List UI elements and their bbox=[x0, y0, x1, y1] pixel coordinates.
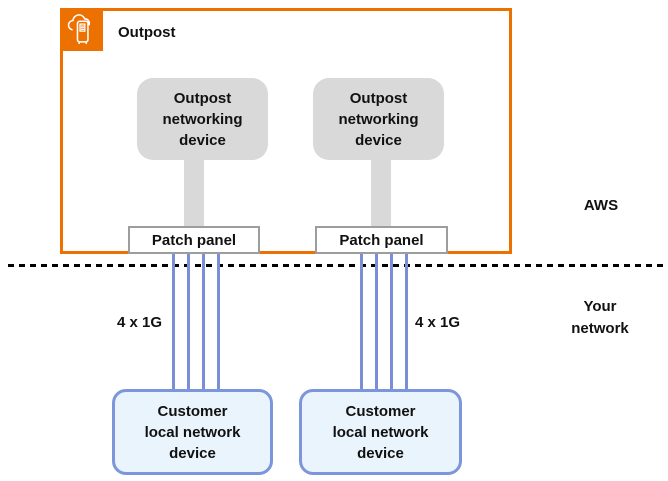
device-label-line: networking bbox=[162, 110, 243, 128]
outpost-container-box bbox=[60, 8, 512, 254]
customer-device-label-line: local network bbox=[332, 423, 429, 441]
aws-boundary-dashed-line bbox=[8, 264, 665, 267]
device-label-line: Outpost bbox=[349, 89, 408, 107]
cable-line bbox=[405, 254, 408, 389]
outposts-icon bbox=[60, 8, 103, 51]
customer-local-network-device-2: Customer local network device bbox=[299, 389, 462, 475]
aws-region-label: AWS bbox=[583, 197, 619, 214]
outpost-networking-device-1: Outpost networking device bbox=[137, 78, 268, 160]
cable-line bbox=[360, 254, 363, 389]
your-network-label-line: Your bbox=[583, 298, 617, 315]
cable-line bbox=[187, 254, 190, 389]
customer-device-label-line: local network bbox=[144, 423, 241, 441]
device-label-line: device bbox=[179, 131, 226, 149]
device-to-patch-connector-1 bbox=[184, 159, 204, 227]
customer-device-label-line: Customer bbox=[345, 402, 416, 420]
device-to-patch-connector-2 bbox=[371, 159, 391, 227]
cable-line bbox=[172, 254, 175, 389]
cable-line bbox=[202, 254, 205, 389]
outpost-label: Outpost bbox=[118, 24, 176, 41]
your-network-label-line: network bbox=[571, 320, 629, 337]
customer-device-label-line: device bbox=[169, 444, 216, 462]
customer-device-label-line: Customer bbox=[157, 402, 228, 420]
cable-bandwidth-label-right: 4 x 1G bbox=[415, 314, 461, 331]
outpost-networking-device-2: Outpost networking device bbox=[313, 78, 444, 160]
your-network-region-label: Your network bbox=[562, 296, 638, 340]
device-label-line: Outpost bbox=[173, 89, 232, 107]
device-label-line: networking bbox=[338, 110, 419, 128]
cable-line bbox=[390, 254, 393, 389]
patch-panel-2: Patch panel bbox=[315, 226, 448, 254]
cable-line bbox=[375, 254, 378, 389]
customer-local-network-device-1: Customer local network device bbox=[112, 389, 273, 475]
cable-bandwidth-label-left: 4 x 1G bbox=[116, 314, 162, 331]
patch-panel-1: Patch panel bbox=[128, 226, 260, 254]
device-label-line: device bbox=[355, 131, 402, 149]
customer-device-label-line: device bbox=[357, 444, 404, 462]
cable-line bbox=[217, 254, 220, 389]
